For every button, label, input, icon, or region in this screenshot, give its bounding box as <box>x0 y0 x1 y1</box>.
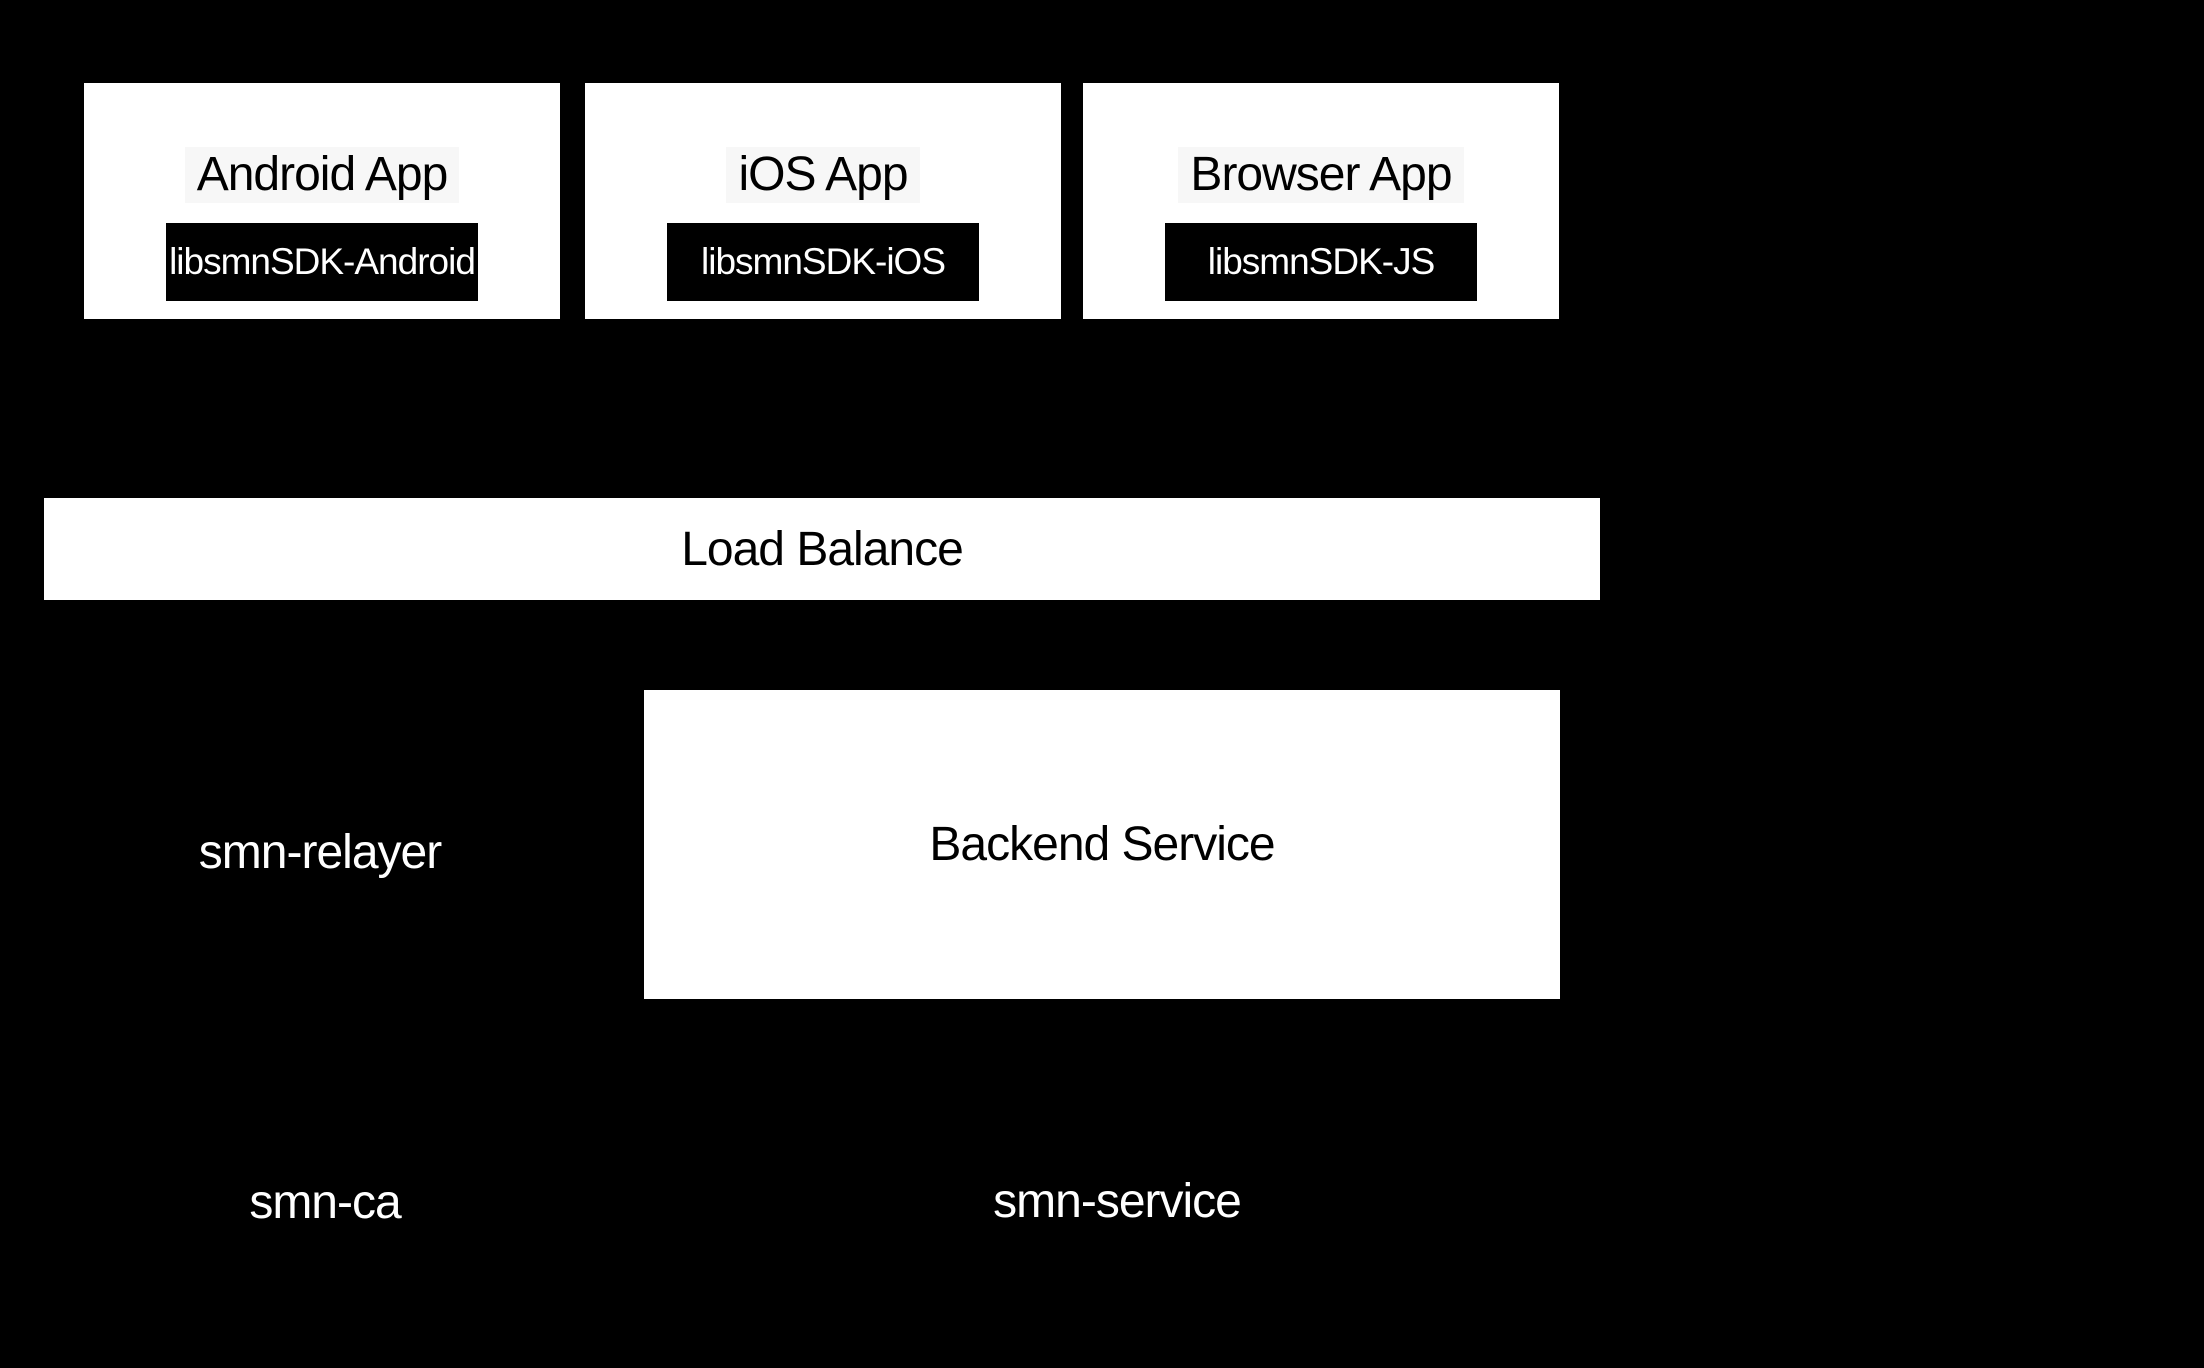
smn-service-label: smn-service <box>993 1175 1242 1228</box>
smn-relayer-label: smn-relayer <box>198 826 442 879</box>
smn-ca-label: smn-ca <box>249 1176 401 1229</box>
android-app-title: Android App <box>184 147 460 203</box>
browser-sdk-badge: libsmnSDK-JS <box>1165 223 1477 301</box>
ios-app-node: iOS App libsmnSDK-iOS <box>585 83 1061 319</box>
browser-app-node: Browser App libsmnSDK-JS <box>1083 83 1559 319</box>
android-sdk-badge: libsmnSDK-Android <box>166 223 478 301</box>
ios-app-title: iOS App <box>726 147 920 203</box>
android-app-node: Android App libsmnSDK-Android <box>84 83 560 319</box>
browser-app-title: Browser App <box>1178 147 1464 203</box>
ios-sdk-badge: libsmnSDK-iOS <box>667 223 979 301</box>
backend-service-node: Backend Service <box>644 690 1560 999</box>
load-balance-node: Load Balance <box>44 498 1600 600</box>
